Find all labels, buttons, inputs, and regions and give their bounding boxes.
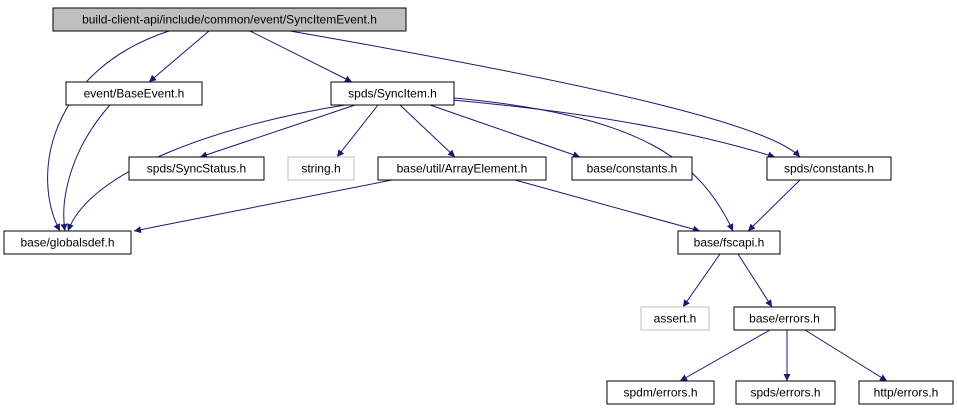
node-label-httperrors: http/errors.h (874, 386, 939, 400)
edge-root-to-globalsdef (47, 30, 170, 232)
node-baseconstants[interactable]: base/constants.h (571, 156, 693, 181)
node-label-assert: assert.h (654, 312, 697, 326)
edge-baseevent-to-globalsdef (60, 104, 111, 232)
node-syncstatus[interactable]: spds/SyncStatus.h (128, 156, 265, 181)
node-baseevent[interactable]: event/BaseEvent.h (65, 81, 203, 106)
node-label-baseerrors: base/errors.h (749, 312, 820, 326)
node-box-spdsconstants (766, 156, 892, 181)
node-spdsconstants[interactable]: spds/constants.h (766, 156, 892, 181)
node-label-arrayelement: base/util/ArrayElement.h (397, 162, 528, 176)
node-box-globalsdef (3, 230, 132, 255)
node-box-root (52, 7, 407, 32)
node-label-globalsdef: base/globalsdef.h (20, 236, 114, 250)
node-label-baseconstants: base/constants.h (587, 162, 678, 176)
node-label-string: string.h (301, 162, 340, 176)
node-box-syncitem (330, 81, 455, 106)
node-box-arrayelement (377, 156, 547, 181)
node-box-spdserrors (735, 380, 836, 405)
edge-syncitem-to-arrayelement (399, 104, 456, 158)
node-box-spdmerrors (606, 380, 715, 405)
edge-syncitem-to-string (336, 104, 379, 158)
node-label-fscapi: base/fscapi.h (694, 236, 765, 250)
node-arrayelement[interactable]: base/util/ArrayElement.h (377, 156, 547, 181)
edges-layer (47, 30, 888, 382)
edge-syncitem-to-syncstatus (199, 104, 356, 159)
node-syncitem[interactable]: spds/SyncItem.h (330, 81, 455, 106)
edge-arrayelement-to-fscapi (514, 179, 701, 233)
node-box-baseconstants (571, 156, 693, 181)
edge-spdsconstants-to-fscapi (747, 179, 801, 232)
edge-arrayelement-to-globalsdef (133, 179, 393, 234)
node-fscapi[interactable]: base/fscapi.h (677, 230, 781, 255)
node-string: string.h (287, 156, 355, 181)
node-label-root: build-client-api/include/common/event/Sy… (82, 13, 377, 27)
edge-syncitem-to-globalsdef (67, 104, 346, 232)
node-spdmerrors[interactable]: spdm/errors.h (606, 380, 715, 405)
node-label-syncstatus: spds/SyncStatus.h (147, 162, 246, 176)
node-baseerrors[interactable]: base/errors.h (733, 306, 836, 331)
edge-syncitem-to-spdsconstants (451, 99, 776, 159)
node-label-syncitem: spds/SyncItem.h (348, 87, 437, 101)
node-label-spdserrors: spds/errors.h (750, 386, 820, 400)
edge-root-to-baseevent (148, 30, 210, 83)
node-box-baseevent (65, 81, 203, 106)
edge-root-to-spdsconstants (289, 30, 801, 158)
node-label-spdmerrors: spdm/errors.h (623, 386, 697, 400)
edge-fscapi-to-assert (682, 253, 721, 308)
edge-fscapi-to-baseerrors (737, 253, 773, 308)
node-spdserrors[interactable]: spds/errors.h (735, 380, 836, 405)
edge-baseerrors-to-httperrors (804, 329, 888, 382)
node-box-string (287, 156, 355, 181)
edge-syncitem-to-baseconstants (429, 104, 581, 159)
node-globalsdef[interactable]: base/globalsdef.h (3, 230, 132, 255)
node-box-syncstatus (128, 156, 265, 181)
node-box-fscapi (677, 230, 781, 255)
node-box-httperrors (858, 380, 954, 405)
node-box-baseerrors (733, 306, 836, 331)
node-assert: assert.h (640, 306, 710, 331)
node-root[interactable]: build-client-api/include/common/event/Sy… (52, 7, 407, 32)
node-box-assert (640, 306, 710, 331)
edge-root-to-syncitem (249, 30, 353, 83)
edge-baseerrors-to-spdmerrors (679, 329, 771, 382)
edge-syncitem-to-fscapi (453, 97, 734, 232)
nodes-layer: build-client-api/include/common/event/Sy… (3, 7, 954, 405)
node-label-baseevent: event/BaseEvent.h (84, 87, 185, 101)
node-label-spdsconstants: spds/constants.h (784, 162, 874, 176)
node-httperrors[interactable]: http/errors.h (858, 380, 954, 405)
